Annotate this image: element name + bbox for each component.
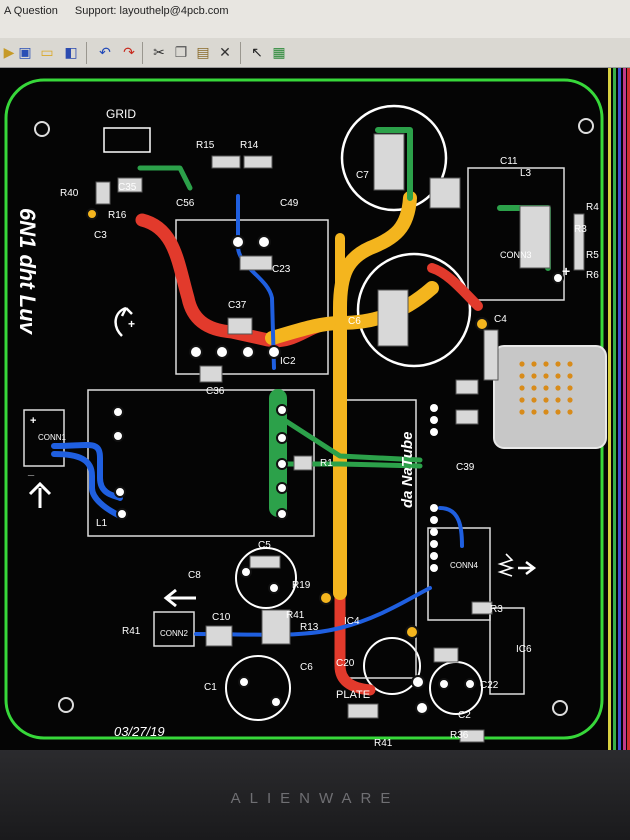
grid-snap-icon[interactable]: ▦ [272, 44, 286, 60]
label-c8: C8 [188, 570, 201, 581]
label-l1: L1 [96, 518, 108, 529]
cut-icon[interactable]: ✂ [153, 44, 165, 60]
label-ic2: IC2 [280, 356, 296, 367]
label-c35: C35 [118, 182, 137, 193]
label-r36: R36 [450, 730, 469, 741]
arrow-left-icon [163, 588, 196, 608]
mount-hole [34, 121, 50, 137]
title-bar: A Question Support: layouthelp@4pcb.com [0, 0, 630, 38]
label-c36: C36 [206, 386, 225, 397]
undo-icon[interactable]: ↶ [99, 44, 111, 60]
resistor-symbol-icon [497, 553, 515, 577]
capacitor-outline-c20 [363, 637, 421, 695]
label-r40: R40 [60, 188, 79, 199]
capacitor-outline-c7 [340, 104, 448, 212]
label-c3: C3 [94, 230, 107, 241]
label-c37: C37 [228, 300, 247, 311]
layer-color-strip [608, 68, 630, 750]
print-icon[interactable]: ◧ [64, 44, 78, 60]
label-ic6: IC6 [516, 644, 532, 655]
pcb-pads [86, 208, 564, 715]
label-c23: C23 [272, 264, 291, 275]
label-c7: C7 [356, 170, 369, 181]
arrow-right-icon [518, 561, 537, 575]
label-r41-top: R41 [286, 610, 305, 621]
label-c20: C20 [336, 658, 355, 669]
label-c6-small: C6 [300, 662, 313, 673]
label-r1: R1 [320, 458, 333, 469]
redo-icon[interactable]: ↷ [123, 44, 135, 60]
label-c10: C10 [212, 612, 231, 623]
label-r3: R3 [574, 224, 587, 235]
label-c5: C5 [258, 540, 271, 551]
label-r13: R13 [300, 622, 319, 633]
heatsink-chip [493, 345, 607, 449]
label-c4: C4 [494, 314, 507, 325]
label-conn1: CONN1 [38, 433, 67, 442]
label-r19: R19 [292, 580, 311, 591]
label-r16: R16 [108, 210, 127, 221]
arrow-up-icon [28, 481, 52, 508]
label-ic4: IC4 [344, 616, 360, 627]
label-conn2: CONN2 [160, 629, 189, 638]
support-email[interactable]: Support: layouthelp@4pcb.com [74, 5, 229, 17]
paste-icon[interactable]: ▤ [196, 44, 210, 60]
conn3-outline [467, 167, 565, 301]
board-subtitle: da NaTube [399, 432, 416, 508]
monitor-brand: ALIENWARE [230, 790, 400, 807]
label-c39: C39 [456, 462, 475, 473]
board-date: 03/27/19 [114, 724, 165, 739]
label-c11: C11 [500, 156, 518, 167]
pointer-icon[interactable]: ↖ [251, 44, 263, 60]
smd-parts [95, 133, 585, 743]
delete-icon[interactable]: ✕ [219, 44, 231, 60]
label-conn3: CONN3 [500, 250, 532, 260]
monitor-screen: A Question Support: layouthelp@4pcb.com … [0, 0, 630, 750]
label-rotate-plus: + [128, 317, 135, 331]
label-r41: R41 [122, 626, 141, 637]
label-c1: C1 [204, 682, 217, 693]
save-icon[interactable]: ▣ [18, 44, 32, 60]
label-r41-bottom: R41 [374, 738, 393, 749]
rotate-arrow-icon [114, 306, 133, 337]
label-conn4: CONN4 [450, 561, 479, 570]
toolbar: ▶ ▣ ▭ ◧ ↶ ↷ ✂ ❐ ▤ ✕ ↖ ▦ [0, 38, 630, 68]
board-title: 6N1 dht Luv [15, 208, 40, 336]
label-r15: R15 [196, 140, 215, 151]
mount-hole [552, 700, 568, 716]
label-c22: C22 [480, 680, 499, 691]
label-plate: PLATE [336, 689, 370, 701]
silkscreen-labels: GRID R15 R14 C35 R40 R16 C3 C56 C49 C23 … [27, 107, 599, 749]
label-grid: GRID [106, 107, 136, 121]
capacitor-outline-c6 [356, 252, 472, 368]
label-c2: C2 [458, 710, 471, 721]
mount-hole [578, 118, 594, 134]
pcb-traces [51, 127, 551, 696]
label-r5: R5 [586, 250, 599, 261]
label-c6: C6 [348, 316, 361, 327]
label-r4: R4 [586, 202, 599, 213]
open-icon[interactable]: ▶ [3, 44, 15, 60]
capacitor-outline-c1 [225, 655, 291, 721]
label-c49: C49 [280, 198, 299, 209]
question-link[interactable]: A Question [4, 5, 58, 17]
label-c56: C56 [176, 198, 195, 209]
mount-hole [58, 697, 74, 713]
label-r6: R6 [586, 270, 599, 281]
conn1-outline [23, 409, 65, 467]
label-conn1-minus: _ [27, 465, 35, 477]
label-l3: L3 [520, 168, 532, 179]
conn2-outline [153, 611, 195, 647]
copy-icon[interactable]: ❐ [174, 44, 188, 60]
label-r14: R14 [240, 140, 259, 151]
label-conn3-plus: + [562, 263, 570, 279]
ic2-outline [175, 219, 329, 375]
folder-icon[interactable]: ▭ [40, 44, 54, 60]
monitor-bezel [0, 750, 630, 840]
label-conn1-plus: + [30, 415, 36, 427]
pcb-board: GRID R15 R14 C35 R40 R16 C3 C56 C49 C23 … [4, 78, 607, 749]
ic6-outline [489, 607, 525, 695]
capacitor-outline-c5 [235, 547, 297, 609]
label-r3-lower: R3 [490, 604, 503, 615]
